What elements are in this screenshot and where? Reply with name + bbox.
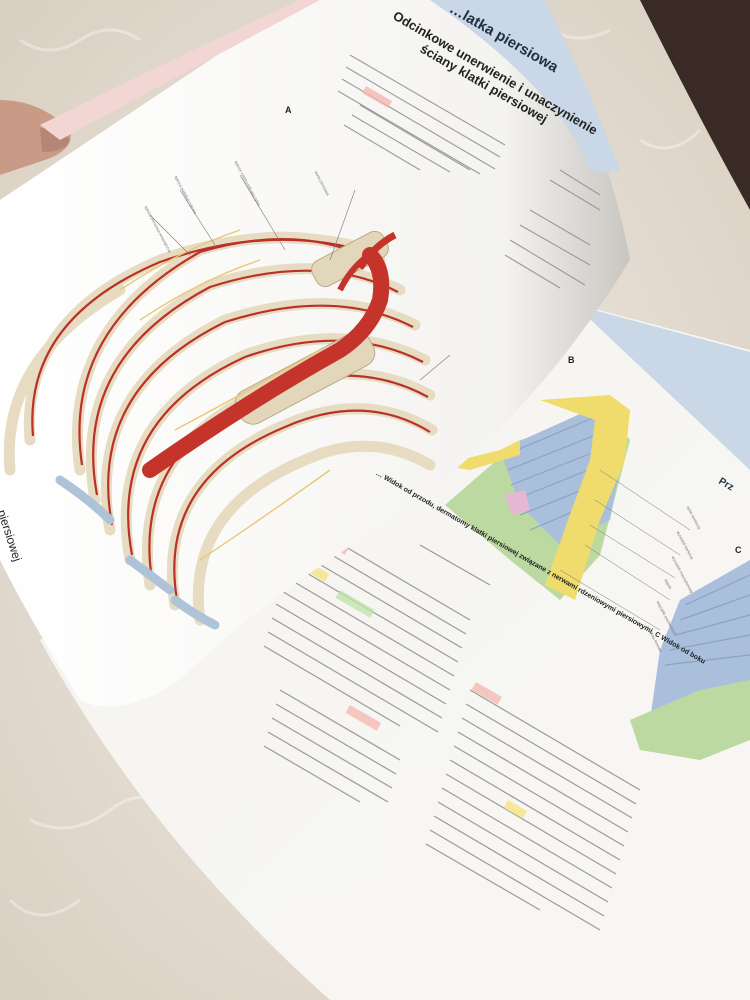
left-page-header-band (430, 0, 620, 173)
page-stack-edge (40, 0, 320, 140)
right-page-header-band (575, 305, 750, 470)
figure-letter-b: B (568, 355, 575, 365)
figure-b-leader-lines (559, 469, 691, 631)
figure-letter-c: C (735, 545, 742, 555)
left-page-text-lines (337, 54, 601, 289)
ribcage-illustration (3, 229, 438, 630)
left-page-highlight (362, 86, 392, 108)
right-page-text-lines (263, 519, 641, 931)
dermatome-figure-c (630, 560, 750, 760)
figure-a-leader-lines (149, 174, 451, 381)
dermatome-figure-b (440, 395, 630, 600)
figure-letter-a: A (285, 105, 292, 115)
dark-corner (640, 0, 750, 210)
